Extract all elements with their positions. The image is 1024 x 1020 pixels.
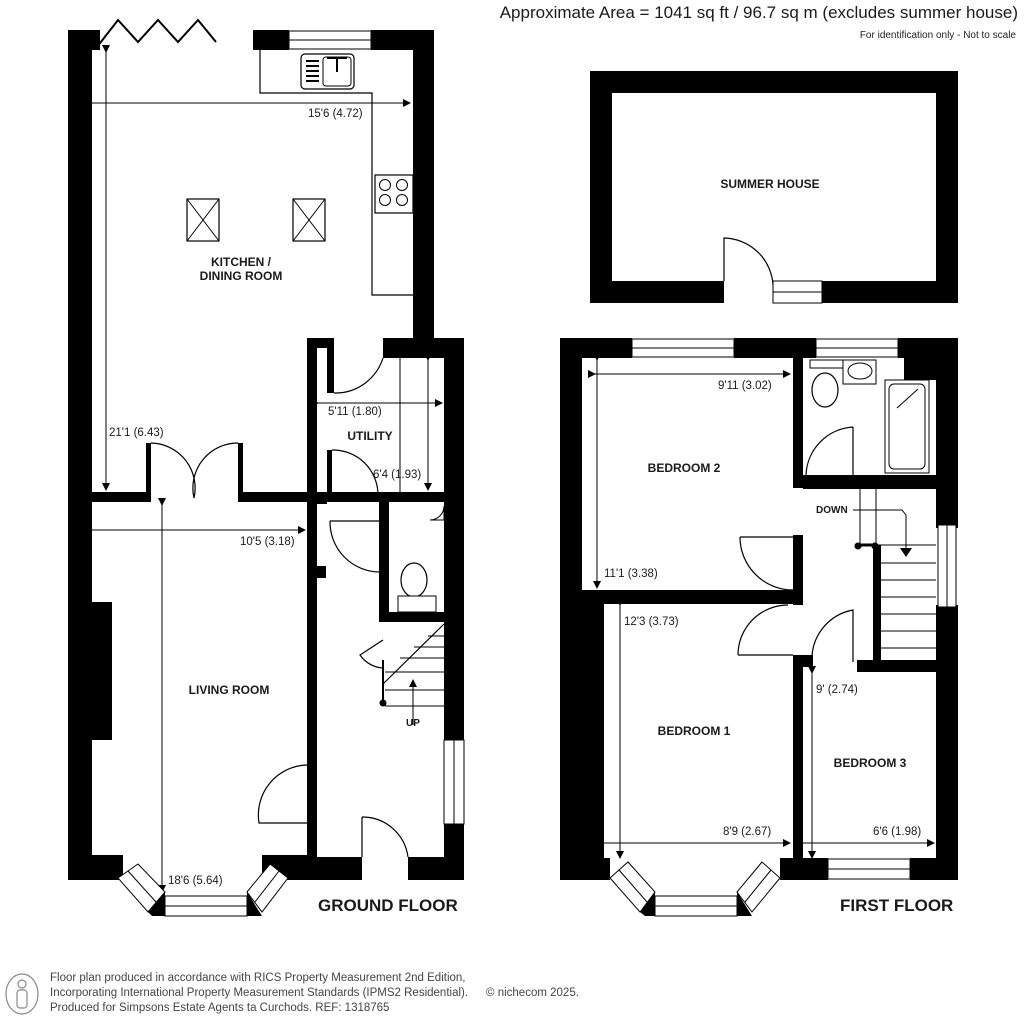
dim-living-length: 18'6 (5.64) — [168, 875, 223, 887]
door-swing-icon — [257, 764, 314, 824]
door-swing-icon — [333, 357, 384, 394]
door-swing-icon — [737, 604, 789, 656]
toilet-icon — [811, 372, 839, 408]
dim-bedroom2-length: 11'1 (3.38) — [604, 568, 658, 580]
footer: Floor plan produced in accordance with R… — [50, 971, 579, 1016]
room-label-living-room: LIVING ROOM — [189, 683, 270, 697]
room-label-kitchen: KITCHEN / — [211, 255, 272, 269]
bay-window-icon — [609, 861, 781, 917]
kitchen-counter — [259, 50, 413, 296]
skylight-icon — [186, 198, 220, 242]
toilet-icon — [400, 562, 428, 598]
skylight-icon — [292, 198, 326, 242]
wall — [68, 30, 92, 855]
floor-label-first: FIRST FLOOR — [840, 896, 953, 915]
approximate-area: Approximate Area = 1041 sq ft / 96.7 sq … — [499, 3, 1018, 22]
stairs-down-label: DOWN — [816, 505, 848, 516]
stairs-icon — [379, 623, 445, 725]
footer-line-2: Incorporating International Property Mea… — [50, 987, 469, 999]
disclaimer: For identification only - Not to scale — [859, 30, 1016, 41]
bifold-door-icon — [96, 18, 217, 48]
door-swing-icon — [329, 520, 381, 573]
dim-utility-width: 5'11 (1.80) — [328, 406, 382, 418]
copyright: © nichecom 2025. — [486, 987, 579, 999]
footer-line-1: Floor plan produced in accordance with R… — [50, 972, 466, 984]
door-swing-icon — [150, 442, 196, 499]
door-swing-icon — [739, 536, 794, 591]
dim-kitchen-length: 21'1 (6.43) — [109, 427, 164, 439]
first-floor-plan: 9'11 (3.02) 11'1 (3.38) BEDROOM 2 — [560, 338, 958, 917]
stairs-up-label: UP — [406, 718, 420, 729]
door-swing-icon — [811, 609, 854, 663]
door-swing-icon — [805, 426, 854, 476]
dim-utility-length: 6'4 (1.93) — [373, 469, 421, 481]
bath-icon — [884, 379, 930, 474]
door-swing-icon — [723, 237, 774, 286]
sink-icon — [300, 53, 355, 90]
dim-bedroom1-length: 12'3 (3.73) — [624, 616, 679, 628]
ground-floor-plan: KITCHEN / DINING ROOM 15'6 (4.72) 21'1 (… — [68, 18, 465, 917]
dim-living-width: 10'5 (3.18) — [240, 536, 295, 548]
room-label-bedroom-3: BEDROOM 3 — [834, 756, 907, 770]
room-label-summer-house: SUMMER HOUSE — [720, 177, 819, 191]
bay-window-icon — [117, 863, 289, 917]
front-door-icon — [361, 816, 409, 858]
hob-icon — [374, 174, 414, 214]
room-label-bedroom-1: BEDROOM 1 — [658, 724, 731, 738]
summer-house-plan: SUMMER HOUSE — [590, 71, 958, 304]
floor-label-ground: GROUND FLOOR — [318, 896, 458, 915]
dim-bedroom3-width: 6'6 (1.98) — [873, 826, 921, 838]
dim-bedroom1-width: 8'9 (2.67) — [723, 826, 771, 838]
person-logo-icon — [5, 973, 39, 1015]
room-label-bedroom-2: BEDROOM 2 — [648, 461, 721, 475]
basin-icon — [429, 505, 445, 521]
dim-bedroom3-length: 9' (2.74) — [816, 684, 858, 696]
stairs-icon — [853, 489, 936, 660]
dim-kitchen-width: 15'6 (4.72) — [308, 108, 363, 120]
room-label-utility: UTILITY — [347, 429, 392, 443]
dim-bedroom2-width: 9'11 (3.02) — [718, 380, 772, 392]
room-label-kitchen-2: DINING ROOM — [200, 269, 283, 283]
footer-line-3: Produced for Simpsons Estate Agents ta C… — [50, 1002, 390, 1014]
